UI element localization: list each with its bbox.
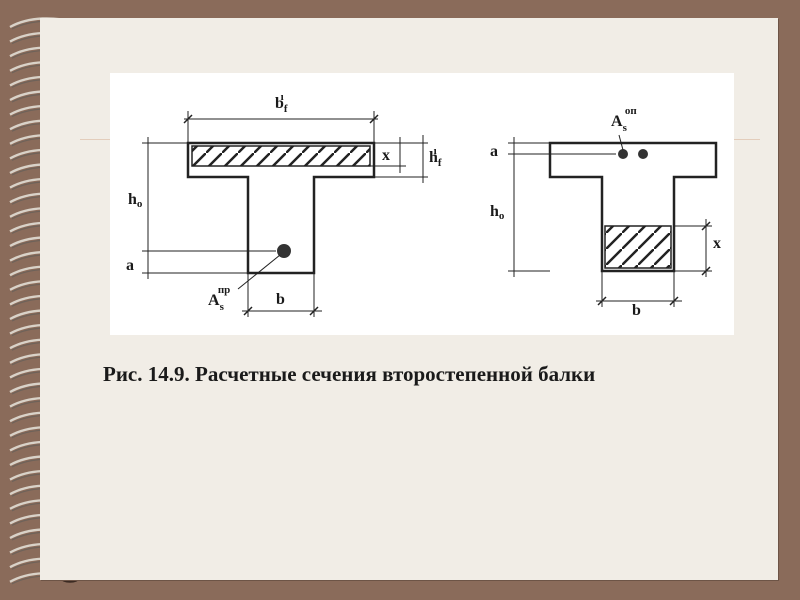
left-rebar-leader: [237, 254, 281, 290]
left-b-tick-r: [309, 306, 319, 316]
right-top-rebar-2: [638, 149, 648, 159]
figure-caption: Рис. 14.9. Расчетные сечения второстепен…: [103, 362, 596, 386]
left-bf-label: bfı: [275, 91, 288, 115]
left-bottom-rebar: [277, 244, 291, 258]
left-t-section: [142, 111, 428, 317]
right-t-section: [508, 134, 718, 307]
left-b-tick-l: [243, 306, 253, 316]
right-a-label: a: [490, 143, 498, 160]
beam-sections-figure: bfı x hfı ho a Asпр b: [110, 73, 734, 335]
right-x-label: x: [713, 235, 721, 252]
left-x-label: x: [382, 147, 390, 164]
left-hf-label: hfı: [429, 145, 442, 169]
right-as-label: Asоп: [611, 105, 637, 134]
left-bf-tick-r: [369, 114, 379, 124]
right-rebar-leader: [618, 134, 624, 151]
right-b-tick-r: [669, 296, 679, 306]
right-b-tick-l: [597, 296, 607, 306]
right-x-tick-top: [701, 221, 711, 231]
right-x-tick-bottom: [701, 266, 711, 276]
left-as-label: Asпр: [208, 284, 230, 313]
right-h0-label: ho: [490, 203, 505, 222]
right-compression-zone: [604, 225, 672, 269]
left-compression-zone: [191, 145, 371, 167]
right-top-rebar-1: [618, 149, 628, 159]
right-b-label: b: [632, 302, 641, 319]
left-bf-tick-l: [183, 114, 193, 124]
left-h0-label: ho: [128, 191, 143, 210]
beam-sections-drawing: bfı x hfı ho a Asпр b: [126, 91, 721, 319]
left-a-label: a: [126, 257, 134, 274]
left-b-label: b: [276, 291, 285, 308]
